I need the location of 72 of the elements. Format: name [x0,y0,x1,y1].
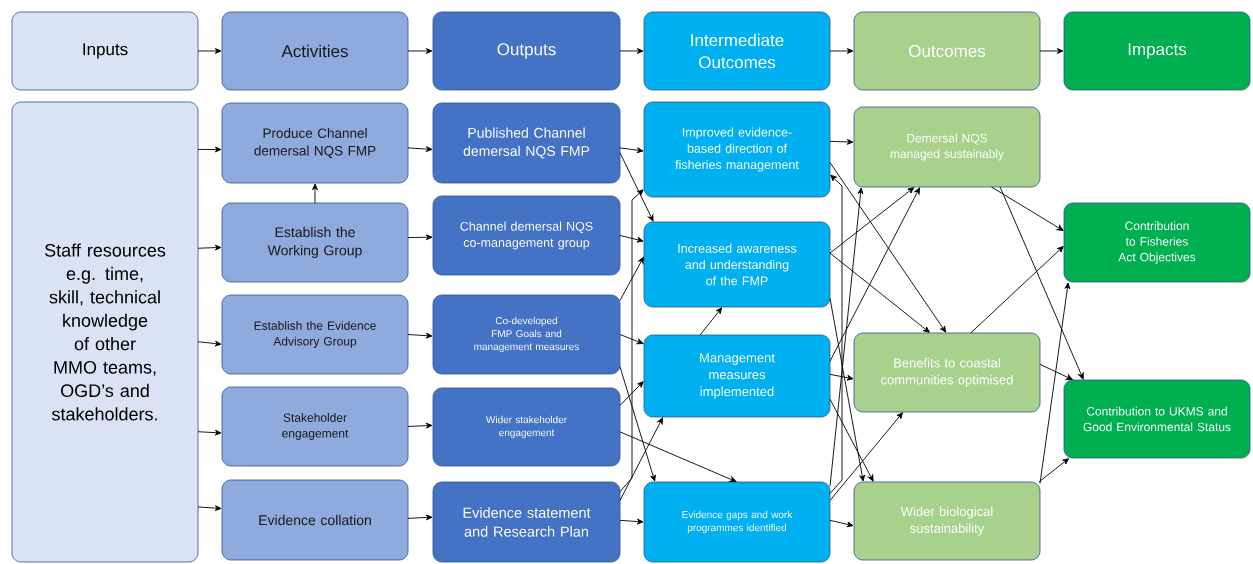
arrow [970,246,1064,334]
arrow [619,366,656,482]
arrow [829,519,854,528]
input-box: Staff resources e.g. time, skill, technical knowledge of other MMO teams, OGD’s and stakeholders. [11,101,199,563]
column-header: Outcomes [853,11,1041,91]
arrow [829,162,947,333]
arrow [407,234,433,241]
arrow [619,334,644,345]
activity-box: Evidence collation [221,479,409,561]
arrow [619,417,663,501]
activity-box: Establish the Working Group [221,202,409,283]
arrow [197,48,222,54]
arrow [829,187,864,487]
column-header: Activities [221,11,409,91]
impact-box: Contribution to Fisheries Act Objectives [1063,202,1251,283]
arrow [197,244,222,251]
arrow [829,412,903,501]
activity-box: Produce Channel demersal NQS FMP [221,102,409,184]
arrow [990,186,1064,231]
column-header: Impacts [1063,11,1251,91]
intermediate-outcome-box: Increased awareness and understanding of the FMP [643,221,831,308]
column-header: Outputs [432,11,621,91]
arrow [829,252,930,333]
arrow [829,297,866,482]
arrow [829,139,854,145]
arrow [197,429,222,436]
output-box: Wider stakeholder engagement [432,387,621,467]
arrow [1039,282,1071,484]
column-header: Inputs [11,11,199,91]
output-box: Channel demersal NQS co-management group [432,195,621,276]
arrow [197,340,222,347]
arrow [619,431,737,483]
column-header: Intermediate Outcomes [643,11,831,91]
arrow [619,235,644,243]
arrow [1039,363,1073,380]
arrow [829,174,843,494]
arrow [829,373,854,381]
outcome-box: Demersal NQS managed sustainably [853,106,1041,188]
activity-box: Establish the Evidence Advisory Group [221,294,409,375]
output-box: Co-developed FMP Goals and management measures [432,294,621,375]
arrow [829,187,920,362]
intermediate-outcome-box: Evidence gaps and work programmes identified [643,481,831,563]
arrow [619,147,644,154]
arrow [619,48,644,54]
arrow [407,514,433,521]
arrow [407,422,433,429]
arrow [407,332,433,339]
output-box: Evidence statement and Research Plan [432,481,621,563]
arrow [312,183,318,204]
arrow [197,146,222,153]
arrow [999,186,1084,380]
output-box: Published Channel demersal NQS FMP [432,102,621,184]
arrow [197,505,222,511]
outcome-box: Benefits to coastal communities optimised [853,332,1041,413]
arrow [699,307,723,336]
outcome-box: Wider biological sustainability [853,481,1041,561]
arrow [407,146,433,152]
arrow [829,48,854,54]
arrow [829,187,915,254]
activity-box: Stakeholder engagement [221,386,409,467]
arrow [1039,48,1064,54]
arrow [619,152,654,222]
arrow [619,189,644,493]
arrow [1038,458,1069,483]
arrow [619,256,644,301]
arrow [407,48,433,54]
intermediate-outcome-box: Management measures implemented [643,334,831,418]
impact-box: Contribution to UKMS and Good Environmental Status [1063,379,1251,459]
intermediate-outcome-box: Improved evidence-based direction of fisheries management [643,101,831,198]
arrow [829,398,874,482]
arrow [619,518,644,525]
arrow [619,381,644,406]
